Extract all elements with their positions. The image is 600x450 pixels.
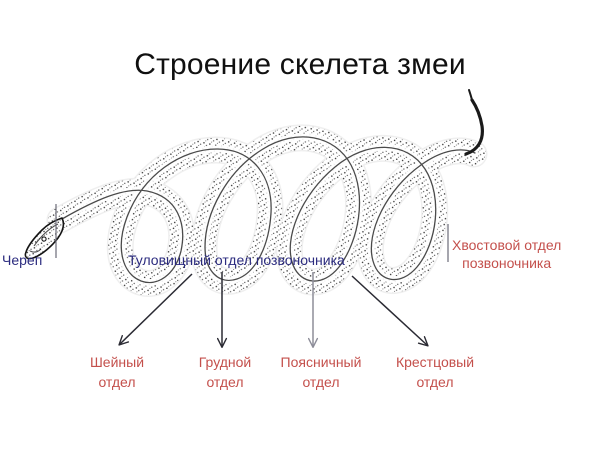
label-skull: Череп: [2, 252, 43, 268]
label-section-sacral-line1: Крестцовый: [395, 354, 475, 370]
label-tail-line1: Хвостовой отдел: [452, 237, 562, 253]
arrow-to-cervical: [118, 273, 193, 346]
label-section-lumbar: Поясничный отдел: [266, 352, 376, 392]
snake-body: [24, 89, 488, 297]
label-trunk-vertebrae: Туловищный отдел позвоночника: [128, 252, 345, 268]
label-section-sacral-line2: отдел: [416, 374, 454, 390]
label-section-lumbar-line2: отдел: [302, 374, 340, 390]
section-arrows: [118, 272, 429, 349]
label-section-thoracic: Грудной отдел: [170, 352, 280, 392]
label-section-cervical: Шейный отдел: [62, 352, 172, 392]
label-section-cervical-line1: Шейный: [89, 354, 145, 370]
arrow-to-sacral: [351, 275, 429, 347]
label-section-thoracic-line2: отдел: [206, 374, 244, 390]
label-section-lumbar-line1: Поясничный: [280, 354, 362, 370]
label-section-cervical-line2: отдел: [98, 374, 136, 390]
label-tail-line2: позвоночника: [462, 255, 552, 271]
label-section-thoracic-line1: Грудной: [198, 354, 252, 370]
page-title: Строение скелета змеи: [134, 48, 466, 81]
label-section-sacral: Крестцовый отдел: [380, 352, 490, 392]
leader-lines: [55, 204, 449, 262]
snake-skull: [24, 217, 65, 260]
label-tail-vertebrae: Хвостовой отдел позвоночника: [452, 236, 561, 272]
